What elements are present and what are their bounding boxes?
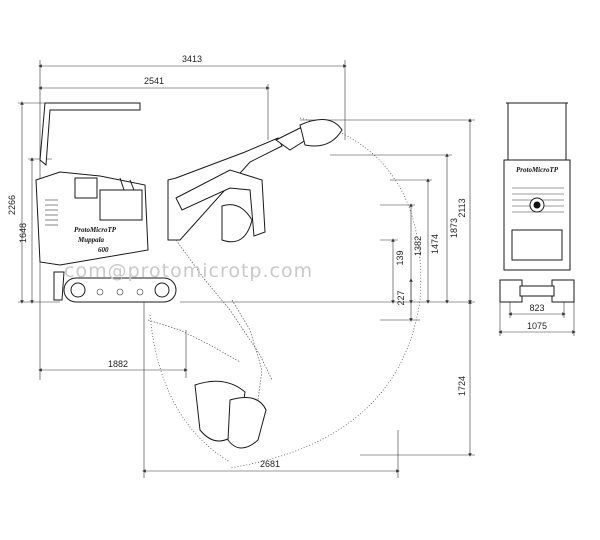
- canopy-frame: [39, 102, 141, 167]
- seat: [74, 177, 98, 199]
- front-brand: ProtoMicroTP: [516, 166, 559, 174]
- dim-height-139: 139: [395, 250, 405, 265]
- dim-max-dig-reach: 2681: [260, 459, 280, 469]
- brand-line-2: Muppala: [77, 236, 105, 244]
- dim-height-1873: 1873: [449, 218, 459, 238]
- vent-grille: [45, 199, 58, 226]
- bucket-deep: [227, 397, 267, 449]
- dim-total-height: 2266: [7, 195, 17, 215]
- dim-track-gauge: 823: [529, 303, 544, 313]
- excavator-side-view: ProtoMicroTP Muppala 600: [35, 102, 343, 449]
- dim-overall-width: 1075: [527, 321, 547, 331]
- dim-reach-at-ground: 1882: [108, 359, 128, 369]
- dim-cabin-height: 1648: [18, 223, 28, 243]
- front-lower-panel: [511, 229, 563, 261]
- arm-deep: [231, 299, 263, 401]
- side-view-dimensions: 3413 2541 2266 1648 1882 2681 2113: [7, 54, 475, 478]
- boom-middle: [175, 169, 266, 237]
- excavator-front-view: ProtoMicroTP 823 1075: [498, 102, 576, 336]
- engine-cover: [99, 189, 143, 221]
- control-lever: [129, 179, 135, 191]
- crawler-track: [63, 277, 177, 303]
- model-number: 600: [98, 246, 109, 254]
- dim-height-1382: 1382: [413, 236, 423, 256]
- dim-dump-height: 2113: [457, 198, 467, 217]
- track-rollers: [70, 282, 170, 298]
- dim-height-227: 227: [396, 290, 406, 305]
- boom-lowered: [175, 239, 273, 381]
- digging-envelope-arc: [149, 314, 231, 463]
- bucket-middle: [221, 204, 253, 243]
- dim-dig-depth: 1724: [457, 376, 467, 396]
- dim-length-to-boom: 2541: [144, 76, 164, 86]
- dim-height-1474: 1474: [430, 234, 440, 254]
- front-track-left: [499, 279, 523, 303]
- control-lever: [119, 177, 125, 191]
- dim-overall-length: 3413: [182, 54, 202, 64]
- front-track-right: [551, 279, 575, 303]
- bucket-raised: [299, 119, 343, 147]
- front-lamp-lens: [533, 201, 541, 209]
- front-undercarriage: [519, 285, 555, 297]
- dozer-blade: [53, 271, 65, 301]
- arm-lowered: [147, 319, 241, 363]
- watermark: com@protomicrotp.com: [64, 260, 313, 282]
- brand-line-1: ProtoMicroTP: [74, 226, 117, 234]
